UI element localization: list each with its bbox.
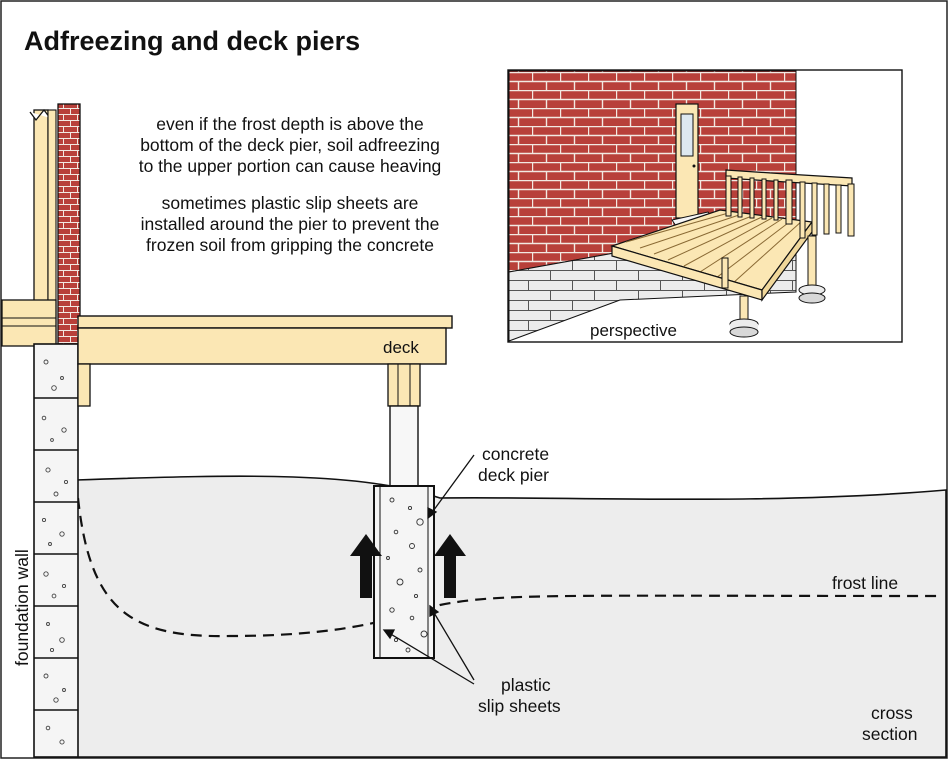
- perspective-label: perspective: [590, 321, 677, 340]
- note-2-line-2: installed around the pier to prevent the: [141, 214, 440, 234]
- soil-area: [75, 475, 947, 758]
- wall-framing: [1, 108, 57, 347]
- slip-sheets-label-line-1: plastic: [501, 675, 551, 695]
- concrete-pier: [373, 485, 435, 659]
- heave-arrow-right-icon: [434, 534, 466, 598]
- cross-section-label-line-2: section: [862, 724, 917, 744]
- note-1-line-2: bottom of the deck pier, soil adfreezing: [140, 135, 440, 155]
- note-2-line-3: frozen soil from gripping the concrete: [146, 235, 434, 255]
- slip-sheets-label-line-2: slip sheets: [478, 696, 561, 716]
- brick-veneer: [57, 103, 81, 345]
- slip-sheet-upper: [389, 405, 419, 489]
- perspective-inset: perspective: [507, 69, 903, 343]
- pier-label-line-2: deck pier: [478, 465, 549, 485]
- deck-section: [77, 315, 453, 407]
- deck-label: deck: [383, 338, 419, 357]
- notes-block: even if the frost depth is above the bot…: [139, 114, 442, 255]
- note-1-line-3: to the upper portion can cause heaving: [139, 156, 442, 176]
- leader-lines: [382, 454, 475, 685]
- cross-section-label-line-1: cross: [871, 703, 913, 723]
- heave-arrow-left-icon: [350, 534, 382, 598]
- note-1-line-1: even if the frost depth is above the: [156, 114, 424, 134]
- note-2-line-1: sometimes plastic slip sheets are: [162, 193, 419, 213]
- foundation-wall-label: foundation wall: [12, 549, 32, 666]
- diagram-title: Adfreezing and deck piers: [24, 26, 360, 56]
- pier-label-line-1: concrete: [482, 444, 549, 464]
- foundation-wall: [33, 343, 79, 758]
- frost-line-label: frost line: [832, 573, 898, 593]
